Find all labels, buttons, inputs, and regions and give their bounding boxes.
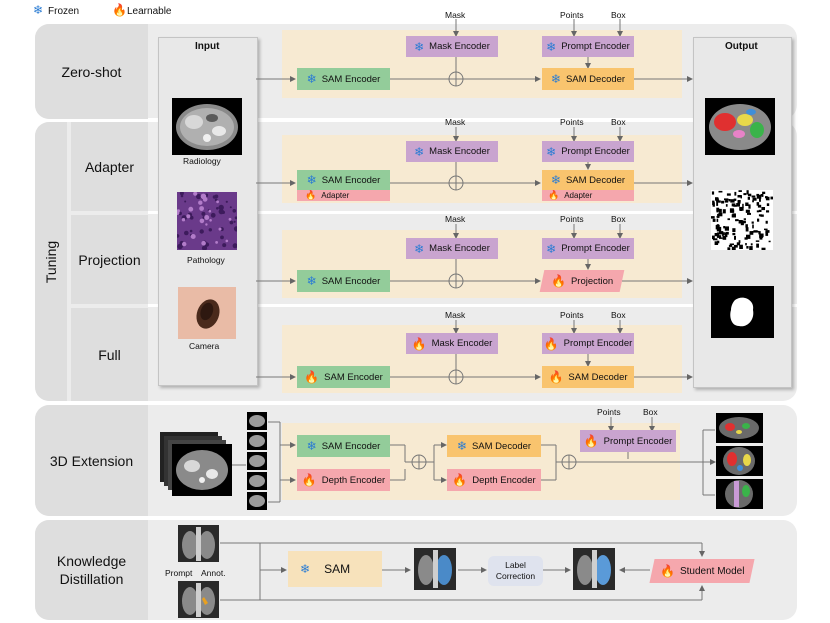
camera-label: Camera (189, 341, 220, 351)
label-correction-block: Label Correction (488, 556, 543, 586)
radiology-ct-image (172, 98, 242, 155)
student-model-block: 🔥Student Model (649, 559, 755, 583)
box-prompt-label: Box (611, 10, 626, 20)
mask-prompt-label: Mask (445, 214, 466, 224)
mask-encoder-block: 🔥Mask Encoder (406, 333, 498, 354)
prompt-encoder-block: ❄Prompt Encoder (542, 36, 634, 57)
pathology-image (177, 192, 237, 250)
flame-icon: 🔥 (550, 274, 566, 288)
xray-sam-result-image (414, 548, 456, 590)
row-label-3d-extension: 3D Extension (35, 405, 148, 516)
flame-icon: 🔥 (301, 473, 317, 487)
points-prompt-label: Points (597, 407, 621, 417)
box-prompt-label: Box (611, 117, 626, 127)
mask-prompt-label: Mask (445, 10, 466, 20)
flame-icon: 🔥 (543, 336, 559, 351)
prompt-encoder-block: 🔥Prompt Encoder (542, 333, 634, 354)
prompt-encoder-block: 🔥Prompt Encoder (580, 430, 676, 452)
snowflake-icon: ❄ (546, 144, 557, 159)
output-skin-mask (711, 286, 774, 338)
mask-encoder-block: ❄Mask Encoder (406, 238, 498, 259)
depth-encoder-block: 🔥Depth Encoder (297, 469, 390, 491)
output-3d-axial (716, 413, 763, 443)
annot-label: Annot. (201, 568, 226, 578)
sam-decoder-block: 🔥SAM Decoder (542, 366, 634, 388)
mask-prompt-label: Mask (445, 117, 466, 127)
sam-encoder-block: ❄SAM Encoder (297, 68, 390, 90)
points-prompt-label: Points (560, 310, 584, 320)
depth-encoder-block: 🔥Depth Encoder (447, 469, 541, 491)
sam-decoder-block: ❄SAM Decoder (447, 435, 541, 457)
snowflake-icon: ❄ (550, 72, 561, 86)
box-prompt-label: Box (611, 214, 626, 224)
input-title: Input (195, 41, 220, 52)
snowflake-icon: ❄ (306, 173, 317, 187)
snowflake-icon: ❄ (546, 241, 557, 256)
points-prompt-label: Points (560, 214, 584, 224)
snowflake-icon: ❄ (306, 274, 317, 288)
output-title: Output (725, 41, 758, 52)
row-label-distillation: Knowledge Distillation (35, 520, 148, 620)
points-prompt-label: Points (560, 10, 584, 20)
camera-skin-image (178, 287, 236, 339)
ct-slices-column (247, 412, 267, 510)
legend-frozen-label: Frozen (48, 6, 80, 17)
pathology-label: Pathology (187, 255, 225, 265)
flame-icon: 🔥 (305, 190, 317, 200)
box-prompt-label: Box (611, 310, 626, 320)
sam-block: ❄SAM (288, 551, 382, 587)
snowflake-icon: ❄ (306, 72, 317, 86)
mask-encoder-block: ❄Mask Encoder (406, 141, 498, 162)
row-label-adapter: Adapter (71, 122, 148, 211)
output-pathology-mask (711, 190, 773, 250)
row-label-full: Full (71, 308, 148, 401)
projection-block: 🔥Projection (539, 270, 625, 292)
output-3d-sagittal (716, 479, 763, 509)
sam-decoder-block: ❄SAM Decoder (542, 68, 634, 90)
mask-prompt-label: Mask (445, 310, 466, 320)
mask-encoder-block: ❄Mask Encoder (406, 36, 498, 57)
snowflake-icon: ❄ (550, 173, 561, 187)
sam-encoder-block: ❄SAM Encoder (297, 435, 390, 457)
adapter-block: 🔥Adapter (542, 190, 634, 201)
ct-volume-stack-image (160, 432, 232, 496)
flame-icon: 🔥 (411, 336, 427, 351)
flame-icon: 🔥 (548, 190, 560, 200)
row-label-projection: Projection (71, 215, 148, 304)
xray-prompt-image (178, 525, 219, 562)
legend-learnable-label: Learnable (127, 6, 172, 17)
prompt-label: Prompt (165, 568, 193, 578)
output-3d-coronal (716, 446, 763, 476)
sam-encoder-block: ❄SAM Encoder (297, 270, 390, 292)
output-ct-segmentation (705, 98, 775, 155)
legend-flame-icon: 🔥 (112, 3, 127, 17)
snowflake-icon: ❄ (546, 39, 557, 54)
snowflake-icon: ❄ (414, 144, 425, 159)
sam-encoder-block: ❄SAM Encoder (297, 170, 390, 190)
flame-icon: 🔥 (548, 370, 564, 384)
snowflake-icon: ❄ (456, 439, 467, 453)
sam-decoder-block: ❄SAM Decoder (542, 170, 634, 190)
row-label-zero-shot: Zero-shot (35, 24, 148, 119)
radiology-label: Radiology (183, 156, 221, 166)
flame-icon: 🔥 (659, 564, 675, 578)
snowflake-icon: ❄ (300, 562, 311, 576)
prompt-encoder-block: ❄Prompt Encoder (542, 238, 634, 259)
adapter-block: 🔥Adapter (297, 190, 390, 201)
points-prompt-label: Points (560, 117, 584, 127)
prompt-encoder-block: ❄Prompt Encoder (542, 141, 634, 162)
snowflake-icon: ❄ (414, 39, 425, 54)
snowflake-icon: ❄ (306, 439, 317, 453)
flame-icon: 🔥 (452, 473, 468, 487)
box-prompt-label: Box (643, 407, 658, 417)
flame-icon: 🔥 (304, 370, 320, 384)
row-label-tuning: Tuning (35, 122, 67, 401)
xray-corrected-image (573, 548, 615, 590)
snowflake-icon: ❄ (414, 241, 425, 256)
flame-icon: 🔥 (583, 434, 599, 448)
legend-snowflake-icon: ❄ (33, 3, 44, 17)
xray-annot-image (178, 581, 219, 618)
sam-encoder-block: 🔥SAM Encoder (297, 366, 390, 388)
